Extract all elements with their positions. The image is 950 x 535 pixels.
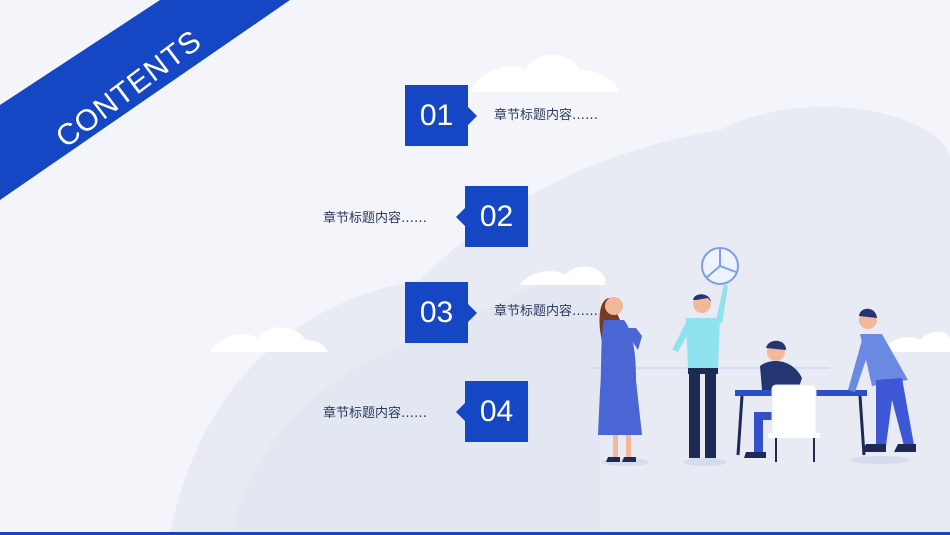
chapter-title-01[interactable]: 章节标题内容…… (494, 108, 599, 123)
cloud-top (470, 55, 620, 92)
chapter-number-02[interactable]: 02 (456, 186, 528, 247)
chapter-number-03[interactable]: 03 (405, 282, 477, 343)
contents-ribbon: CONTENTS (0, 0, 320, 220)
cloud-left (210, 327, 328, 352)
chapter-number-label: 02 (479, 199, 514, 233)
chapter-number-label: 03 (419, 295, 454, 329)
bottom-accent-bar (0, 532, 950, 535)
arrow-left-icon (456, 208, 465, 226)
chapter-number-label: 04 (479, 394, 514, 428)
arrow-right-icon (468, 304, 477, 322)
sitting-man-figure (744, 340, 802, 458)
chair (768, 384, 820, 462)
chapter-title-03[interactable]: 章节标题内容…… (494, 304, 599, 319)
arrow-right-icon (468, 107, 477, 125)
pie-chart-icon (701, 247, 739, 285)
chapter-number-04[interactable]: 04 (456, 381, 528, 442)
chapter-title-04[interactable]: 章节标题内容…… (323, 406, 428, 421)
woman-figure (598, 297, 642, 462)
leaning-man-figure (848, 308, 916, 452)
man-pointing-figure (672, 284, 728, 458)
team-illustration (590, 247, 916, 466)
chapter-number-label: 01 (419, 98, 454, 132)
arrow-left-icon (456, 403, 465, 421)
chapter-title-02[interactable]: 章节标题内容…… (323, 211, 428, 226)
chapter-number-01[interactable]: 01 (405, 85, 477, 146)
